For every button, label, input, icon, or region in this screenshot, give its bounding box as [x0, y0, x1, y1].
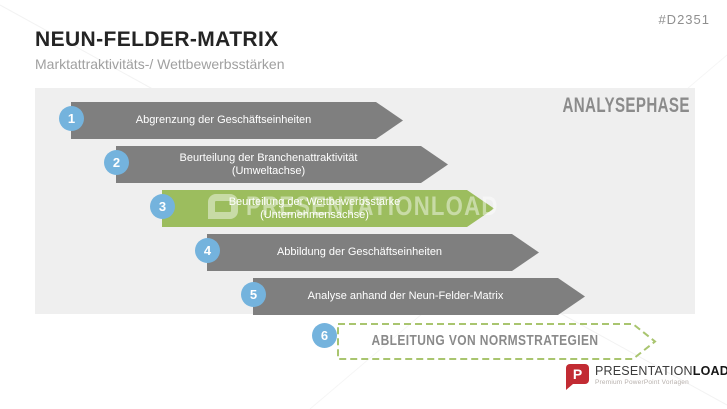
step-arrow-5-label: Analyse anhand der Neun-Felder-Matrix — [307, 290, 504, 302]
page-title: NEUN-FELDER-MATRIX — [35, 28, 279, 51]
step-arrow-3-label: Beurteilung der Wettbewerbsstärke — [228, 195, 401, 208]
step-number-badge-2: 2 — [104, 150, 129, 175]
step-arrow-2-label: Beurteilung der Branchenattraktivität — [179, 151, 358, 164]
step-arrow-3: Beurteilung der Wettbewerbsstärke (Unter… — [162, 190, 494, 227]
step-arrow-1: Abgrenzung der Geschäftseinheiten — [71, 102, 403, 139]
template-code: #D2351 — [658, 12, 710, 27]
step-number-badge-1: 1 — [59, 106, 84, 131]
step-arrow-5: Analyse anhand der Neun-Felder-Matrix — [253, 278, 585, 315]
step-arrow-2-sublabel: (Umweltachse) — [231, 164, 306, 177]
presentationload-logo-icon: P — [566, 364, 589, 390]
step-arrow-1-label: Abgrenzung der Geschäftseinheiten — [135, 114, 312, 126]
step-number-badge-5: 5 — [241, 282, 266, 307]
step-arrow-4-label: Abbildung der Geschäftseinheiten — [276, 246, 443, 258]
step-number-badge-4: 4 — [195, 238, 220, 263]
step-number-badge-3: 3 — [150, 194, 175, 219]
page-subtitle: Marktattraktivitäts-/ Wettbewerbsstärken — [35, 56, 285, 72]
step-arrow-2: Beurteilung der Branchenattraktivität (U… — [116, 146, 448, 183]
step-arrow-4: Abbildung der Geschäftseinheiten — [207, 234, 539, 271]
presentationload-logo-name: PRESENTATIONLOAD® — [595, 364, 727, 378]
step-arrow-3-sublabel: (Unternehmensachse) — [260, 208, 369, 221]
presentationload-logo-textblock: PRESENTATIONLOAD® Premium PowerPoint Vor… — [595, 364, 727, 386]
step-number-badge-6: 6 — [312, 323, 337, 348]
dashed-result-arrow — [337, 323, 657, 360]
presentationload-logo: P PRESENTATIONLOAD® Premium PowerPoint V… — [566, 364, 727, 390]
analysis-phase-label: ANALYSEPHASE — [562, 94, 690, 117]
presentationload-logo-tagline: Premium PowerPoint Vorlagen — [595, 379, 689, 386]
result-step-label: ABLEITUNG VON NORMSTRATEGIEN — [371, 332, 599, 349]
